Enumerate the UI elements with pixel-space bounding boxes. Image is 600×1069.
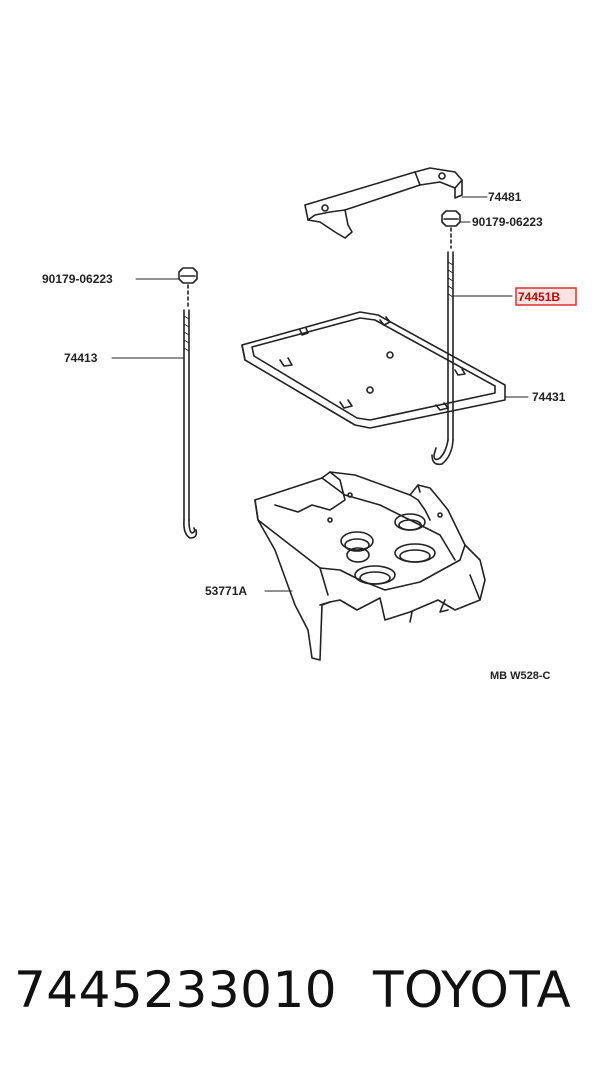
- parts-diagram: 74481 90179-06223 74451B 90179-06223 744…: [42, 167, 577, 682]
- highlight-box: [515, 287, 577, 306]
- label-tray: 74431: [532, 390, 566, 404]
- battery-clamp: [304, 167, 463, 239]
- label-nut-right: 90179-06223: [472, 215, 543, 229]
- battery-bracket: [254, 471, 486, 661]
- leader-lines: [111, 196, 529, 592]
- part-caption: 7445233010 TOYOTA: [0, 950, 600, 1030]
- label-rod-right: 74451B: [518, 290, 560, 304]
- label-rod-left: 74413: [64, 351, 98, 365]
- drawing-code: MB W528-C: [490, 670, 551, 682]
- label-nut-left: 90179-06223: [42, 272, 113, 286]
- label-bracket: 53771A: [205, 584, 247, 598]
- nut-left: [178, 267, 198, 308]
- label-clamp: 74481: [488, 190, 522, 204]
- brand-name: TOYOTA: [373, 961, 572, 1019]
- battery-tray: [241, 311, 506, 429]
- rod-left: [183, 309, 198, 539]
- part-number: 7445233010: [14, 961, 338, 1019]
- nut-right: [441, 210, 461, 249]
- rod-right: [431, 251, 454, 466]
